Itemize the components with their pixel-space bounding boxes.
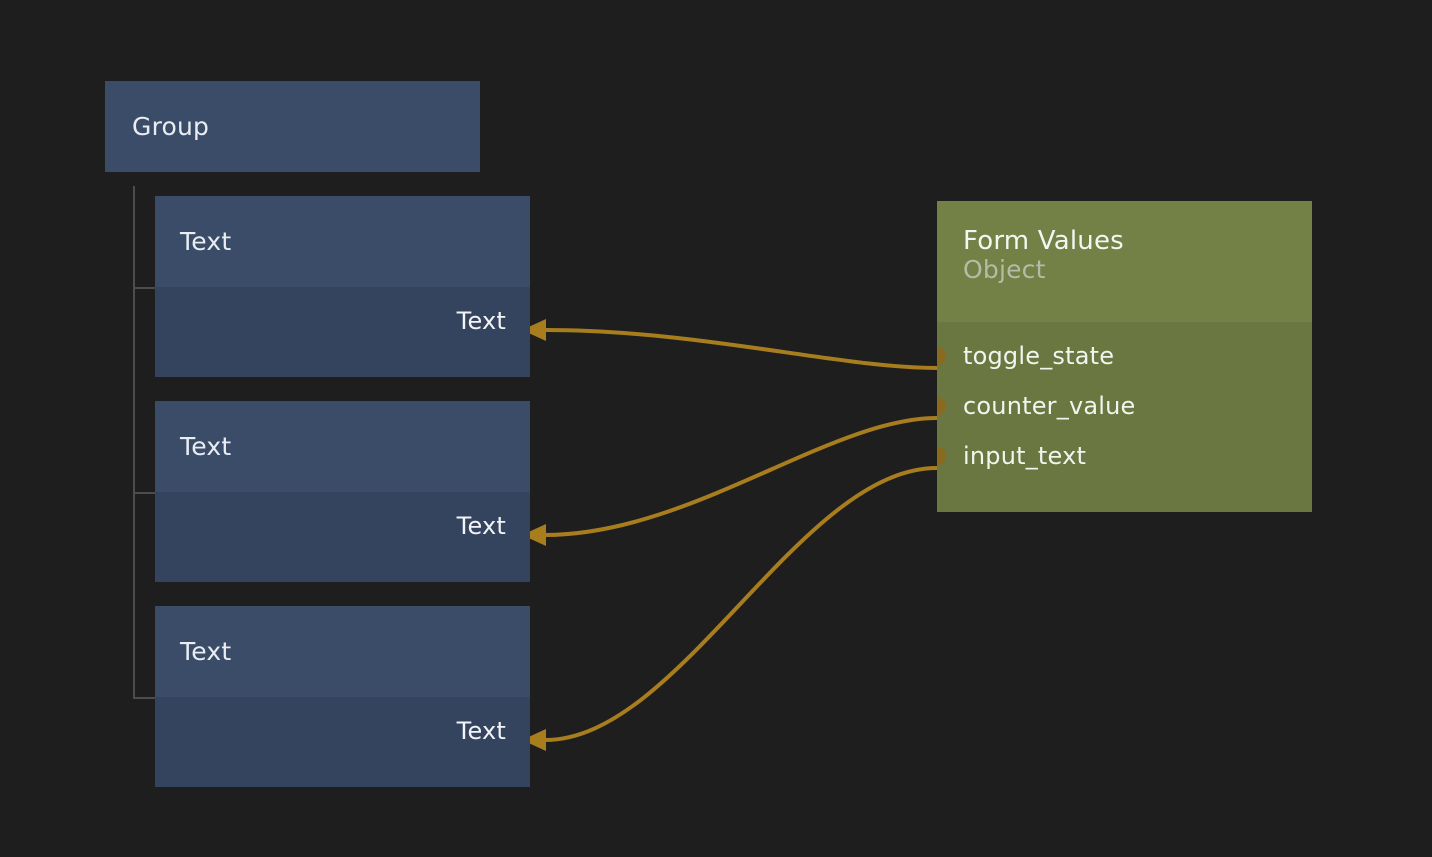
edge-path-group [544,328,938,742]
child-node-1-port-label[interactable]: Text [456,307,506,335]
object-property-label-2: counter_value [963,392,1136,420]
tree-branch-stub-1 [133,287,155,289]
tree-branch-stub-3 [133,697,155,699]
edge-3-input_text[interactable] [544,466,938,742]
edge-1-toggle_state[interactable] [544,328,938,370]
child-node-3-title: Text [180,637,232,666]
child-node-2-title: Text [180,432,232,461]
child-node-2-body: Text [155,492,530,582]
object-property-label-1: toggle_state [963,342,1115,370]
child-node-1-body: Text [155,287,530,377]
tree-branch-stub-2 [133,492,155,494]
output-port-dot-3[interactable] [937,447,946,465]
tree-trunk-line [133,186,135,698]
group-node-title: Group [132,112,210,141]
child-node-1-title: Text [180,227,232,256]
form-values-node-body: toggle_state counter_value input_text [937,322,1312,512]
object-property-row-2[interactable]: counter_value [937,381,1312,431]
group-node[interactable]: Group [105,81,480,172]
form-values-node-title: Form Values [963,226,1124,256]
child-node-2-port-label[interactable]: Text [456,512,506,540]
object-property-row-1[interactable]: toggle_state [937,331,1312,381]
edge-2-counter_value[interactable] [544,416,938,537]
child-node-3-header[interactable]: Text [155,606,530,697]
child-node-3-port-label[interactable]: Text [456,717,506,745]
output-port-dot-1[interactable] [937,347,946,365]
form-values-node[interactable]: Form Values Object toggle_state counter_v… [937,201,1312,512]
object-property-row-3[interactable]: input_text [937,431,1312,481]
child-node-3-body: Text [155,697,530,787]
form-values-node-header[interactable]: Form Values Object [937,201,1312,322]
object-property-label-3: input_text [963,442,1087,470]
child-node-1-header[interactable]: Text [155,196,530,287]
output-port-dot-2[interactable] [937,397,946,415]
child-node-2-header[interactable]: Text [155,401,530,492]
form-values-node-subtitle: Object [963,255,1046,285]
